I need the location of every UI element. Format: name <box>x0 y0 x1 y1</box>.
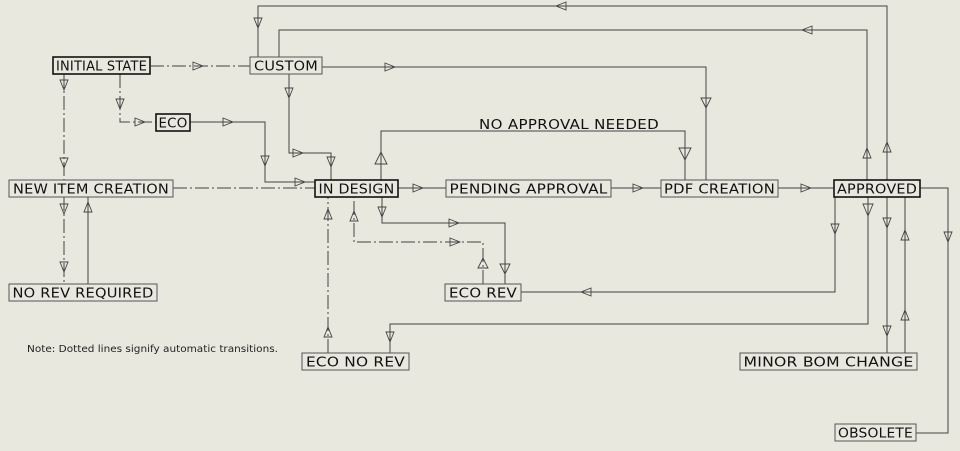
line-approved-to-obsolete <box>916 187 949 434</box>
arrow-down-icon <box>59 261 69 274</box>
line-eco-to-in-design <box>190 121 315 183</box>
arrow-up-icon <box>882 140 892 153</box>
arrow-right-icon <box>632 183 645 193</box>
arrow-down-icon <box>260 155 270 168</box>
arrow-down-icon <box>700 97 712 110</box>
state-label: APPROVED <box>837 182 917 198</box>
arrow-down-icon <box>385 331 395 344</box>
arrow-right-icon <box>292 148 305 158</box>
state-label: ECO <box>159 116 188 132</box>
state-eco[interactable]: ECO <box>155 113 191 132</box>
arrow-down-icon <box>377 206 387 219</box>
state-label: NO REV REQUIRED <box>13 286 154 302</box>
arrow-down-icon <box>678 147 692 162</box>
arrow-right-icon <box>448 218 461 228</box>
state-eco-rev[interactable]: ECO REV <box>444 283 522 302</box>
state-label: NEW ITEM CREATION <box>13 182 169 198</box>
line-approved-to-custom-inner <box>278 29 868 180</box>
no-approval-needed-label: NO APPROVAL NEEDED <box>479 117 659 133</box>
arrow-left-icon <box>554 1 567 11</box>
line-approved-to-custom-outer <box>257 5 888 180</box>
arrow-down-icon <box>830 223 840 236</box>
state-no-rev-required[interactable]: NO REV REQUIRED <box>8 283 158 302</box>
line-eco-rev-to-in-design <box>353 197 484 284</box>
arrow-down-icon <box>499 263 511 276</box>
arrow-right-icon <box>222 117 235 127</box>
arrow-right-icon <box>134 117 147 127</box>
state-eco-no-rev[interactable]: ECO NO REV <box>301 352 410 371</box>
state-label: OBSOLETE <box>838 426 913 442</box>
arrow-down-icon <box>59 157 69 170</box>
state-initial-state[interactable]: INITIAL STATE <box>52 56 151 75</box>
state-obsolete[interactable]: OBSOLETE <box>834 423 917 442</box>
arrow-up-icon <box>349 209 359 222</box>
arrow-down-icon <box>284 87 294 100</box>
arrow-down-icon <box>59 203 69 216</box>
state-new-item-creation[interactable]: NEW ITEM CREATION <box>8 179 174 198</box>
line-approved-to-eco-rev <box>521 197 836 293</box>
arrow-up-icon <box>900 228 910 241</box>
state-custom[interactable]: CUSTOM <box>249 56 323 75</box>
state-label: IN DESIGN <box>319 182 395 198</box>
state-label: MINOR BOM CHANGE <box>744 355 914 371</box>
note-text: Note: Dotted lines signify automatic tra… <box>27 344 278 355</box>
arrow-down-icon <box>943 231 953 244</box>
arrow-right-icon <box>192 61 205 71</box>
arrow-up-icon <box>374 150 388 165</box>
state-pdf-creation[interactable]: PDF CREATION <box>660 179 779 198</box>
arrow-down-icon <box>115 98 125 111</box>
state-label: PENDING APPROVAL <box>450 182 608 198</box>
state-in-design[interactable]: IN DESIGN <box>314 179 399 198</box>
arrow-up-icon <box>900 308 910 321</box>
state-label: ECO NO REV <box>306 355 406 371</box>
state-label: INITIAL STATE <box>56 59 147 75</box>
arrow-right-icon <box>412 183 425 193</box>
arrow-up-icon <box>323 325 333 338</box>
arrow-up-icon <box>83 200 93 213</box>
line-approved-to-eco-no-rev <box>389 197 869 353</box>
state-minor-bom-change[interactable]: MINOR BOM CHANGE <box>739 352 918 371</box>
line-in-design-to-eco-rev <box>381 197 506 284</box>
state-approved[interactable]: APPROVED <box>833 179 921 198</box>
line-custom-to-in-design <box>288 74 332 180</box>
arrow-left-icon <box>800 25 813 35</box>
arrow-right-icon <box>800 183 813 193</box>
arrow-down-icon <box>882 325 892 338</box>
arrow-left-icon <box>579 287 592 297</box>
arrow-down-icon <box>882 217 892 230</box>
arrow-down-icon <box>862 203 874 218</box>
arrow-down-icon <box>326 156 336 169</box>
state-label: PDF CREATION <box>664 182 775 198</box>
arrow-up-icon <box>477 256 489 269</box>
arrow-right-icon <box>384 62 397 72</box>
arrowheads <box>59 1 953 344</box>
state-pending-approval[interactable]: PENDING APPROVAL <box>445 179 612 198</box>
state-label: CUSTOM <box>254 59 318 75</box>
arrow-up-icon <box>862 146 872 159</box>
arrow-right-icon <box>294 177 307 187</box>
line-custom-to-pdf <box>322 66 707 180</box>
arrow-right-icon <box>449 237 462 247</box>
state-label: ECO REV <box>449 286 518 302</box>
arrow-down-icon <box>253 17 263 30</box>
arrow-down-icon <box>59 79 69 92</box>
line-initial-to-eco <box>119 74 156 123</box>
line-no-approval-needed <box>380 130 686 180</box>
arrow-up-icon <box>323 207 333 220</box>
